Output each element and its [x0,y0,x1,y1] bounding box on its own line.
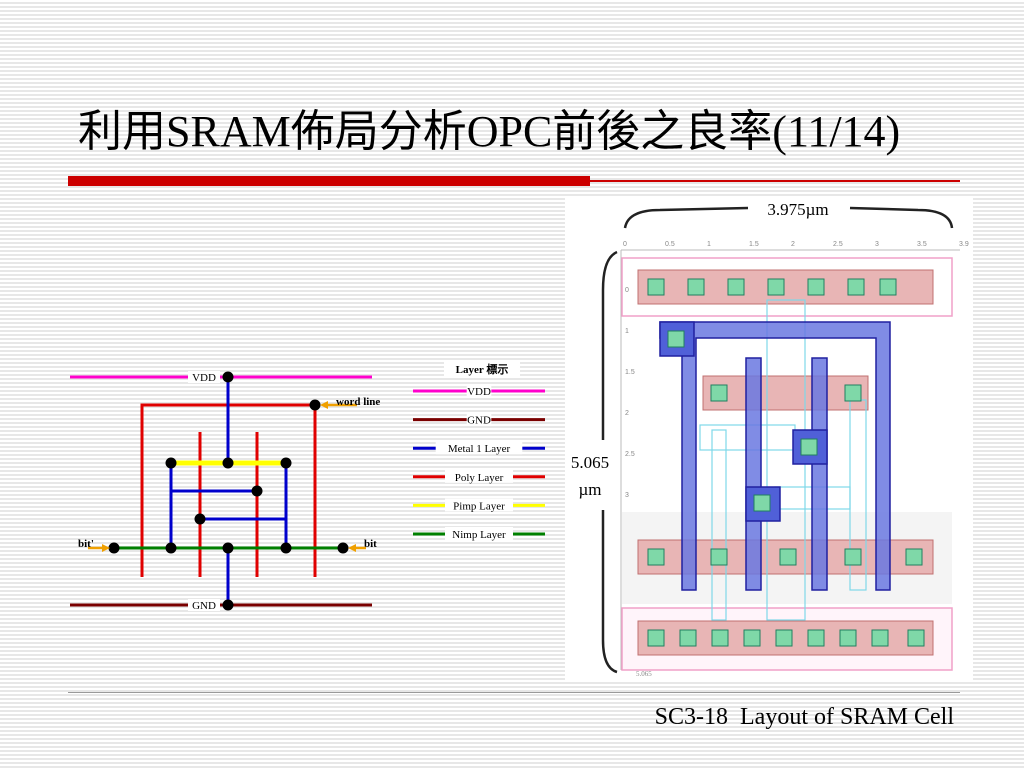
footer-divider [68,692,960,693]
node-nimp-2 [222,542,234,554]
node-nimp-1 [165,542,177,554]
sram-schematic: VDD GND [70,371,380,612]
corner-dimension-label: 5.065 [636,670,652,678]
bit-bar-label: bit' [78,538,94,550]
node-cross-lower [194,513,206,525]
width-arrow-left [623,206,749,229]
gnd-label: GND [192,600,216,612]
x-tick-labels: 0 0.5 1 1.5 2 2.5 3 3.5 3.9 [623,241,969,248]
schematic-nodes [108,371,349,611]
node-gnd [222,599,234,611]
y-tick-label: 1 [625,328,629,335]
legend-label-bg [445,469,513,483]
vdd-label: VDD [192,372,216,384]
height-arrow-bottom [601,510,618,674]
x-tick-label: 1.5 [749,241,759,248]
x-tick-label: 3.5 [917,241,927,248]
x-tick-label: 0 [623,241,627,248]
legend-label-bg [445,527,513,540]
gnd-label-bg [188,599,220,611]
legend-label-bg [435,441,523,455]
cell-region-top [621,257,953,317]
legend-title-bg [444,362,520,376]
y-tick-label: 2.5 [625,451,635,458]
node-word-line [309,399,321,411]
width-dimension-label: 3.975µm [767,200,828,219]
metal-bar-right [811,357,828,591]
bit-arrow [348,544,366,552]
legend-label: Nimp Layer [452,529,506,541]
height-dimension-unit: µm [578,480,601,499]
x-tick-label: 3 [875,241,879,248]
y-tick-label: 3 [625,492,629,499]
word-line-label: word line [336,396,380,408]
x-tick-label: 2 [791,241,795,248]
legend-label: Metal 1 Layer [448,443,511,455]
node-pimp-left [165,457,177,469]
legend-label: Poly Layer [455,472,504,484]
legend-label: GND [467,415,491,427]
metal1-shapes [659,321,891,591]
legend-label-bg [466,384,492,397]
node-nimp-3 [280,542,292,554]
slide-footer: SC3-18 Layout of SRAM Cell [654,704,954,730]
diffusion-contacts [647,278,925,647]
legend-label-bg [466,412,492,426]
node-bit-bar [108,542,120,554]
node-pimp-right [280,457,292,469]
title-underline-thin [590,180,960,182]
vdd-label-bg [188,371,220,383]
node-vdd [222,371,234,383]
bit-bar-arrow [88,544,110,552]
legend-label: VDD [467,386,491,398]
height-arrow-top [601,250,618,440]
diffusion-upper [702,375,869,411]
word-line-arrow [320,401,357,409]
width-arrow-right [849,206,954,229]
x-tick-label: 3.9 [959,241,969,248]
y-tick-label: 1.5 [625,369,635,376]
bit-label: bit [364,538,377,550]
height-dimension-value: 5.065 [571,453,609,472]
x-tick-label: 1 [707,241,711,248]
metal-bar-left [745,357,762,591]
legend-label: Pimp Layer [453,500,505,512]
layout-image: 3.975µm 5.065 µm 0 0.5 1 1.5 2 2.5 3 3.5 3.9 0 1 1… [565,196,973,680]
slide-title: 利用SRAM佈局分析OPC前後之良率(11/14) [78,107,901,156]
node-pimp-mid [222,457,234,469]
x-tick-label: 2.5 [833,241,843,248]
node-cross-upper [251,485,263,497]
y-tick-label: 0 [625,287,629,294]
legend-title: Layer 標示 [456,362,509,376]
legend-label-bg [445,498,513,512]
node-bit [337,542,349,554]
title-underline-bar [68,176,590,186]
y-tick-label: 2 [625,410,629,417]
x-tick-label: 0.5 [665,241,675,248]
